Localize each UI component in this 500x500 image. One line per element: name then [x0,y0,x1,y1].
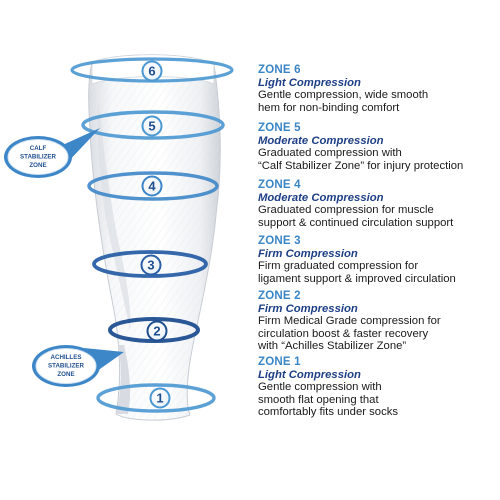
zone-2-badge: 2 [146,320,168,342]
zone-1-compression-type: Light Compression [258,368,361,381]
zone-6-description: ZONE 6 Light Compression Gentle compress… [258,64,498,114]
calf-callout-line-2: STABILIZER [20,154,57,161]
achilles-callout-line-3: ZONE [57,371,74,378]
zone-5-title: ZONE 5 [258,122,301,134]
achilles-panel [116,345,131,414]
zone-3-compression-type: Firm Compression [258,247,358,260]
band-zone-5 [81,110,225,140]
zone-1-description: ZONE 1 Light Compression Gentle compress… [258,356,498,419]
zone-4-badge: 4 [141,175,163,197]
zone-6-compression-type: Light Compression [258,76,361,89]
zone-6-title: ZONE 6 [258,64,301,76]
zone-2-line-2: circulation boost & faster recovery [258,327,429,340]
zone-1-line-3: comfortably fits under socks [258,406,399,419]
zone-3-description: ZONE 3 Firm Compression Firm graduated c… [258,235,498,285]
zone-1-badge: 1 [149,387,171,409]
zone-5-badge: 5 [141,115,163,137]
achilles-callout-line-2: STABILIZER [48,363,85,370]
zone-2-line-3: with “Achilles Stabilizer Zone” [258,340,407,353]
achilles-callout-line-1: ACHILLES [51,354,82,361]
zone-3-number: 3 [147,258,154,273]
zone-5-number: 5 [148,119,155,134]
band-zone-4 [87,171,219,201]
zone-5-description: ZONE 5 Moderate Compression Graduated co… [258,122,498,172]
zone-3-badge: 3 [140,254,162,276]
calf-stabilizer-callout: CALF STABILIZER ZONE [4,128,100,178]
zone-4-line-2: support & continued circulation support [258,216,454,229]
zone-3-line-2: ligament support & improved circulation [258,272,456,285]
zone-3-line-1: Firm graduated compression for [258,260,419,273]
zone-6-badge: 6 [141,60,163,82]
sleeve-knit-texture [88,54,221,421]
zone-6-number: 6 [148,64,155,79]
zone-2-compression-type: Firm Compression [258,302,358,315]
zone-6-line-1: Gentle compression, wide smooth [258,89,429,102]
zone-4-title: ZONE 4 [258,179,301,191]
calf-panel [97,100,131,330]
band-zone-1 [96,383,216,413]
zone-5-line-1: Graduated compression with [258,147,402,160]
zone-1-number: 1 [156,391,163,406]
zone-1-line-2: smooth flat opening that [258,393,379,406]
zone-4-number: 4 [148,179,156,194]
band-zone-3 [92,250,208,278]
zone-6-line-2: hem for non-binding comfort [258,101,400,114]
calf-callout-line-3: ZONE [29,162,46,169]
achilles-stabilizer-callout: ACHILLES STABILIZER ZONE [32,345,124,387]
zone-2-line-1: Firm Medical Grade compression for [258,315,441,328]
zone-2-number: 2 [153,324,160,339]
zone-1-title: ZONE 1 [258,356,301,368]
zone-5-line-2: “Calf Stabilizer Zone” for injury protec… [258,159,464,172]
zone-2-title: ZONE 2 [258,290,301,302]
zone-3-title: ZONE 3 [258,235,301,247]
zone-5-compression-type: Moderate Compression [258,134,384,147]
zone-4-line-1: Graduated compression for muscle [258,204,434,217]
sleeve [88,54,221,421]
zone-2-description: ZONE 2 Firm Compression Firm Medical Gra… [258,290,498,353]
zone-4-description: ZONE 4 Moderate Compression Graduated co… [258,179,498,229]
calf-callout-line-1: CALF [30,145,47,152]
zone-1-line-1: Gentle compression with [258,381,382,394]
zone-4-compression-type: Moderate Compression [258,191,384,204]
